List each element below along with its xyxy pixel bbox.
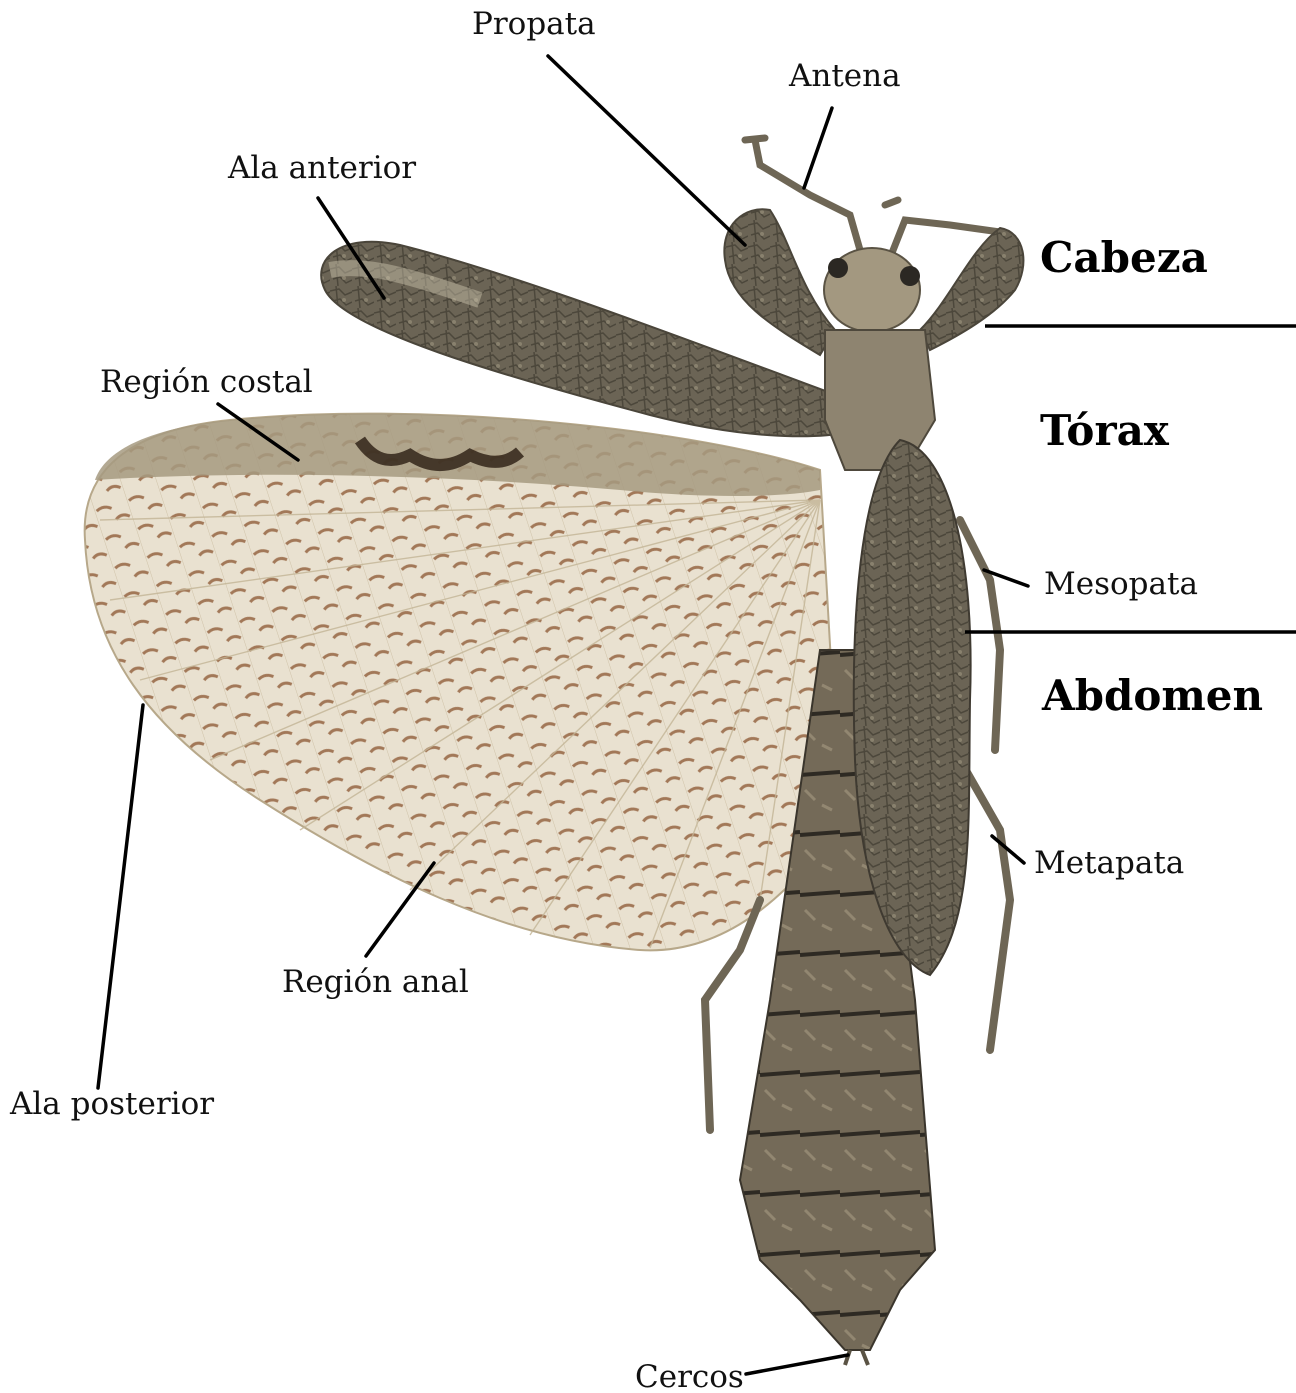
leader-propata — [548, 56, 745, 245]
leader-cercos — [746, 1355, 848, 1374]
label-metapata: Metapata — [1034, 845, 1184, 881]
left-foreleg — [724, 209, 835, 355]
label-region-anal: Región anal — [282, 964, 469, 1000]
section-label-thorax: Tórax — [1040, 406, 1170, 455]
right-foreleg — [920, 228, 1023, 350]
insect-specimen — [85, 138, 1024, 1365]
label-ala-posterior: Ala posterior — [9, 1086, 214, 1122]
label-ala-anterior: Ala anterior — [227, 150, 416, 186]
section-label-abdomen: Abdomen — [1041, 671, 1263, 720]
section-label-head: Cabeza — [1040, 233, 1208, 282]
leader-ala-posterior — [98, 705, 143, 1088]
label-propata: Propata — [472, 6, 596, 42]
label-cercos: Cercos — [635, 1359, 744, 1393]
label-antena: Antena — [788, 58, 901, 94]
leader-antena — [804, 108, 832, 188]
cerci — [845, 1350, 868, 1365]
label-mesopata: Mesopata — [1044, 566, 1198, 602]
label-region-costal: Región costal — [100, 364, 313, 400]
